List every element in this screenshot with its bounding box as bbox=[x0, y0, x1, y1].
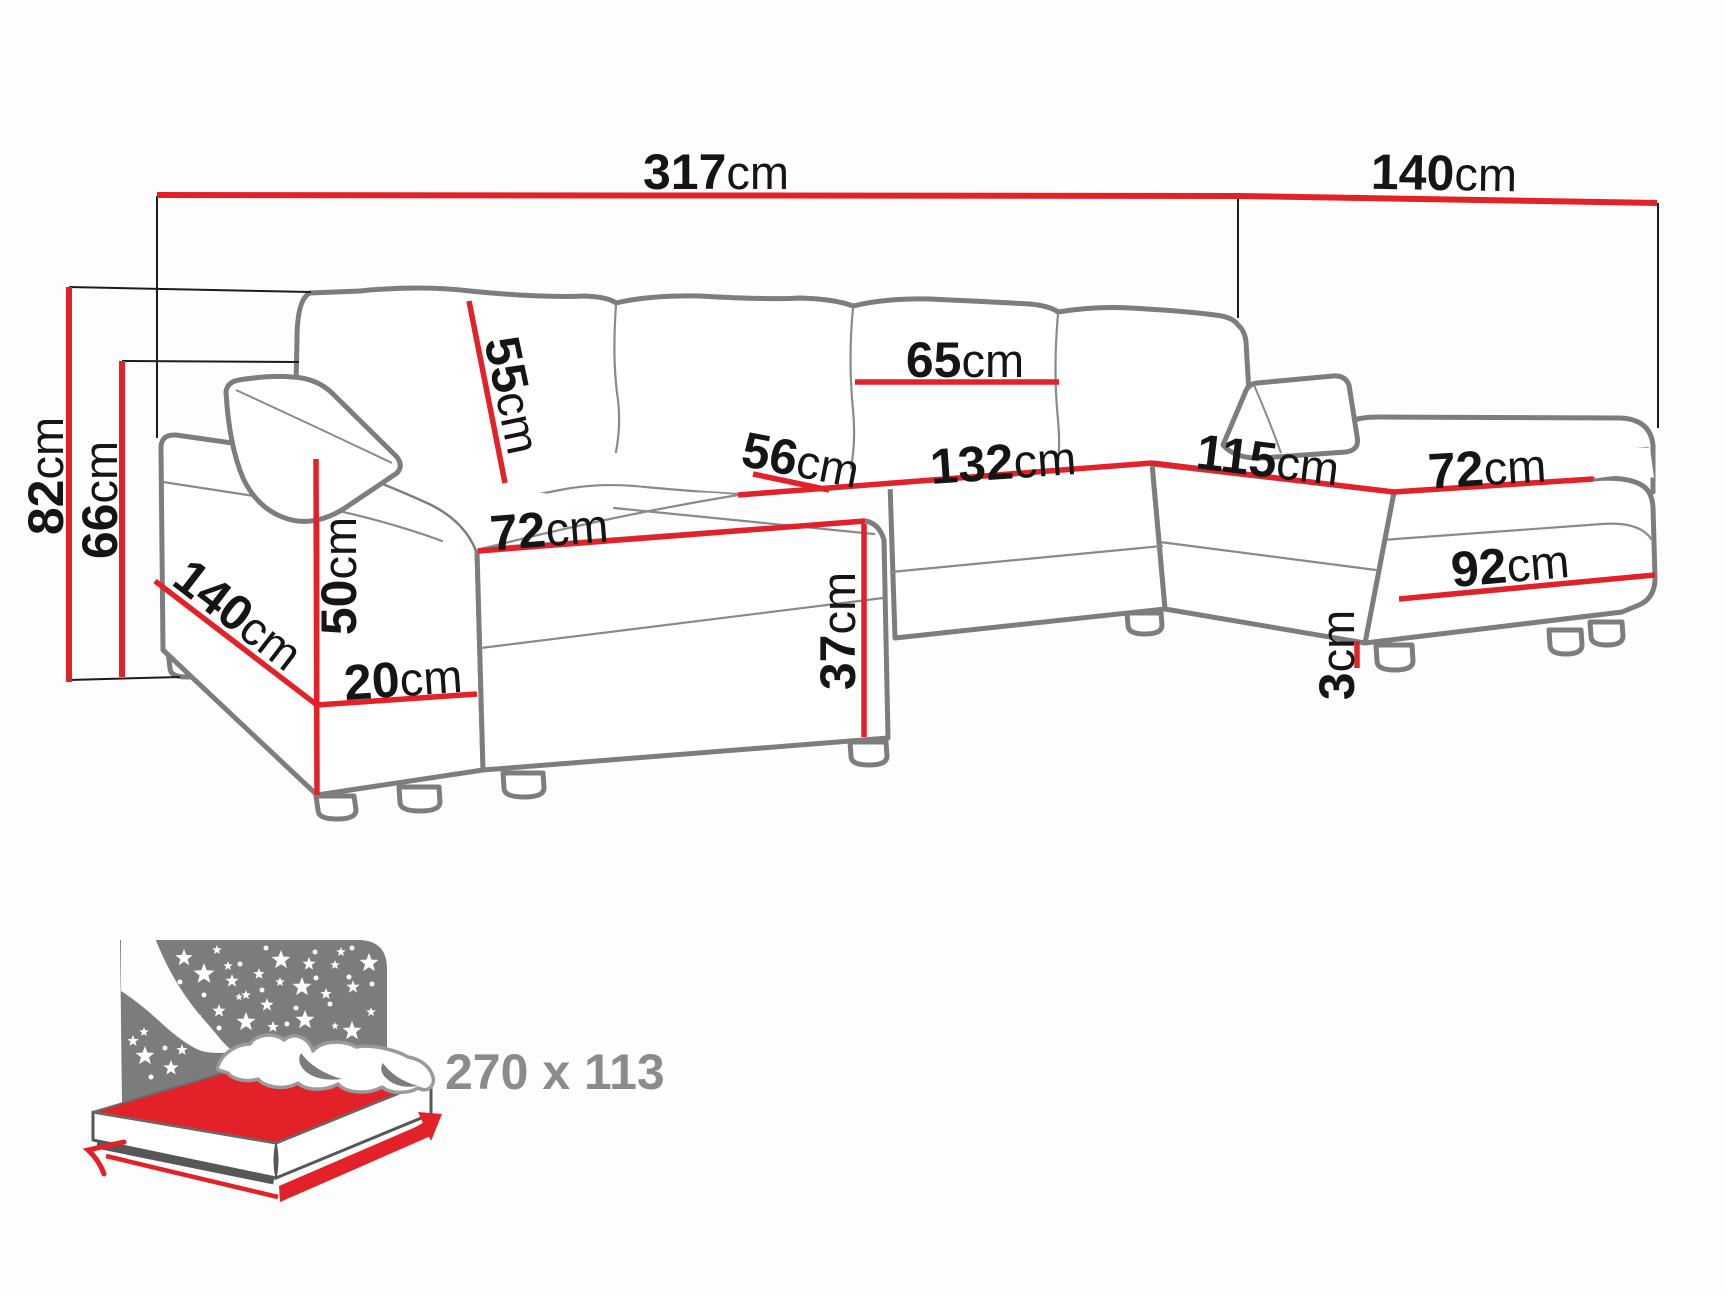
svg-text:37cm: 37cm bbox=[810, 572, 866, 690]
svg-text:317cm: 317cm bbox=[643, 144, 789, 200]
svg-text:20cm: 20cm bbox=[342, 647, 464, 711]
svg-text:50cm: 50cm bbox=[311, 517, 367, 635]
svg-text:115cm: 115cm bbox=[1193, 423, 1342, 496]
svg-text:65cm: 65cm bbox=[906, 332, 1024, 388]
svg-text:140cm: 140cm bbox=[1370, 144, 1517, 203]
svg-text:72cm: 72cm bbox=[1426, 436, 1547, 499]
svg-text:132cm: 132cm bbox=[928, 429, 1078, 495]
svg-text:56cm: 56cm bbox=[737, 421, 864, 499]
svg-text:55cm: 55cm bbox=[473, 332, 552, 459]
svg-text:3cm: 3cm bbox=[1309, 610, 1365, 700]
svg-text:72cm: 72cm bbox=[488, 496, 610, 561]
svg-text:82cm: 82cm bbox=[18, 417, 74, 535]
svg-text:66cm: 66cm bbox=[72, 441, 128, 559]
svg-text:270 x 113: 270 x 113 bbox=[445, 1044, 665, 1100]
svg-text:92cm: 92cm bbox=[1449, 532, 1572, 598]
